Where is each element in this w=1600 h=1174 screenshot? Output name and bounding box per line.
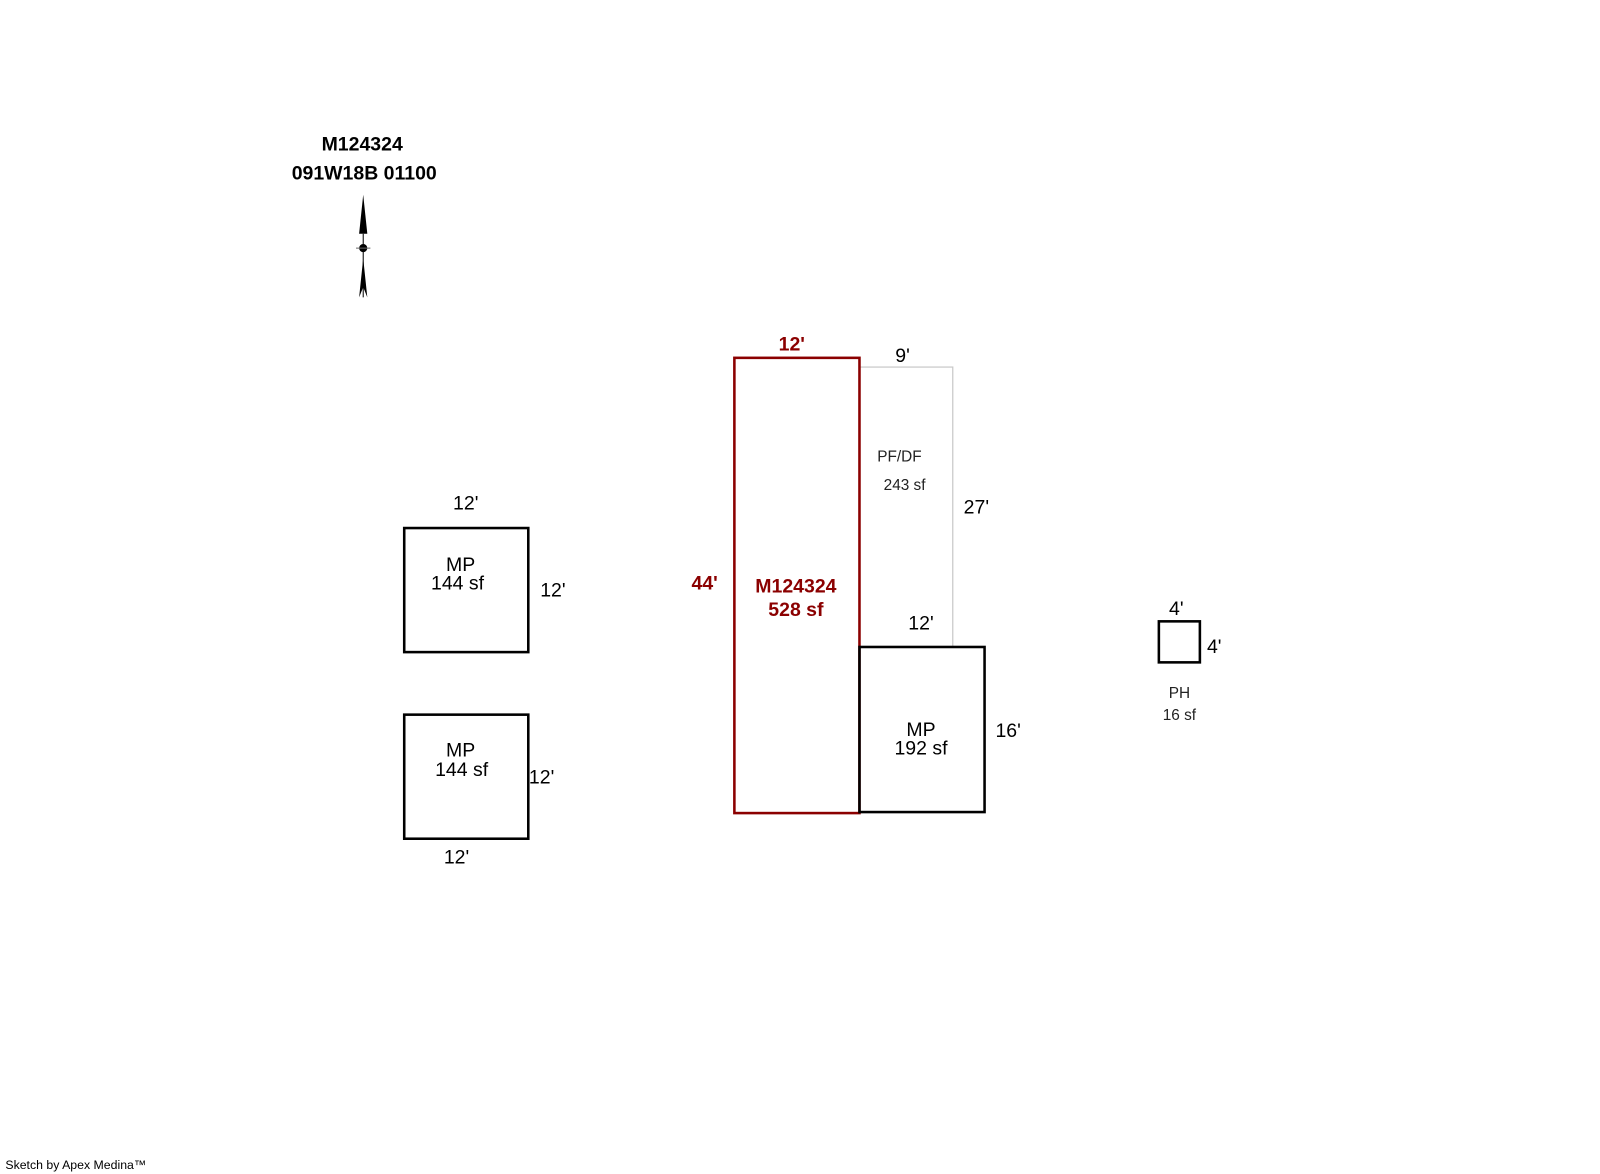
account-number: M124324: [322, 134, 403, 156]
mp-attached-label: MP: [906, 719, 935, 741]
pfdf-width: 9': [895, 345, 910, 367]
ph-label: PH: [1169, 685, 1190, 702]
mp-attached-depth: 16': [995, 720, 1020, 742]
mp-left-top-depth: 12': [540, 580, 565, 602]
main-depth: 44': [691, 573, 717, 595]
ph-width: 4': [1169, 598, 1184, 620]
mp-left-bottom-width: 12': [444, 846, 469, 868]
ph-area: 16 sf: [1163, 707, 1197, 724]
ph-outline: [1157, 620, 1202, 664]
mp-left-top-label: MP: [446, 554, 475, 576]
mp-attached-area: 192 sf: [894, 738, 948, 760]
footer-credit: Sketch by Apex Medina™: [5, 1158, 146, 1172]
pfdf-area: 243 sf: [884, 477, 927, 494]
pfdf-bottom: 12': [908, 613, 933, 635]
mp-left-top-width: 12': [453, 493, 478, 515]
ph-depth: 4': [1207, 636, 1222, 658]
north-arrow-icon: [356, 194, 371, 298]
main-area: 528 sf: [768, 599, 824, 621]
mp-left-bottom-depth: 12': [529, 766, 554, 788]
pfdf-outline: [858, 366, 954, 648]
mp-left-bottom-label: MP: [446, 740, 475, 762]
pfdf-label: PF/DF: [877, 448, 921, 465]
mp-left-top-area: 144 sf: [431, 573, 485, 595]
mp-left-bottom-area: 144 sf: [435, 759, 489, 781]
mp-left-top-outline: [402, 526, 530, 654]
main-building-outline: [733, 356, 861, 815]
main-width: 12': [779, 334, 805, 356]
map-number: 091W18B 01100: [292, 162, 437, 184]
mp-attached-outline: [858, 645, 986, 814]
main-label: M124324: [755, 576, 836, 598]
pfdf-depth: 27': [964, 497, 989, 519]
mp-left-bottom-outline: [402, 713, 530, 840]
